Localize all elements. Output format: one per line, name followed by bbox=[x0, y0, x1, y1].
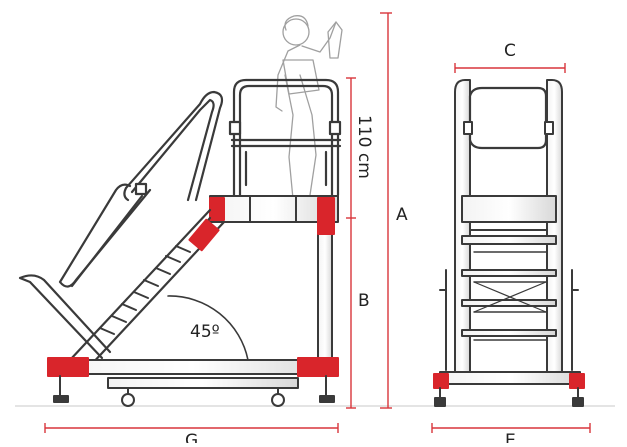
inclined-handrails bbox=[18, 90, 224, 360]
label-c: C bbox=[504, 41, 516, 61]
label-height-110: 110 cm bbox=[354, 115, 374, 179]
dimension-lines bbox=[44, 12, 591, 433]
platform-guardrail bbox=[228, 78, 342, 197]
label-g: G bbox=[185, 431, 198, 443]
label-b: B bbox=[358, 291, 370, 311]
label-angle: 45º bbox=[190, 322, 220, 342]
label-e: E bbox=[505, 431, 516, 443]
platform-frame bbox=[209, 195, 339, 361]
side-view bbox=[18, 15, 343, 407]
base-frame bbox=[47, 357, 339, 407]
angle-arc bbox=[167, 295, 249, 361]
label-a: A bbox=[396, 205, 408, 225]
stair-steps bbox=[99, 245, 191, 335]
front-view bbox=[433, 79, 585, 407]
stair-stringers bbox=[68, 208, 226, 368]
